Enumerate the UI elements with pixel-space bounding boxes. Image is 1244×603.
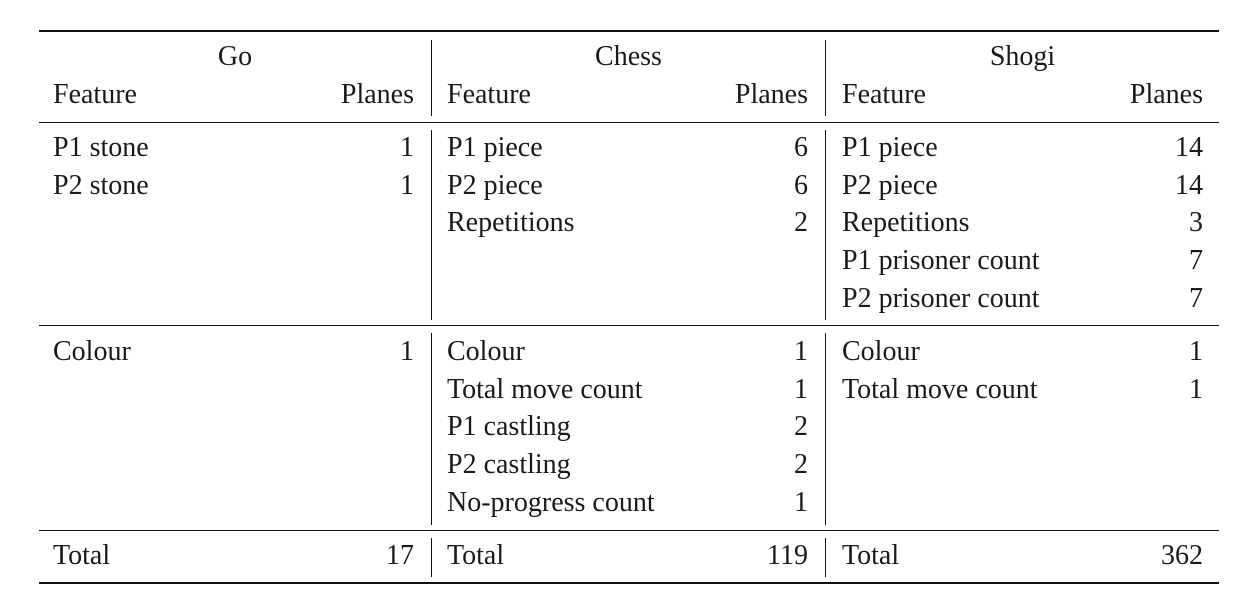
planes-value: 7: [1189, 283, 1203, 314]
column-separator: [431, 130, 432, 320]
planes-value: 1: [400, 132, 414, 163]
header-rule: [39, 122, 1219, 123]
feature-name: No-progress count: [447, 487, 655, 518]
planes-header: Planes: [734, 79, 808, 110]
planes-value: 2: [794, 207, 808, 238]
section-rule: [39, 325, 1219, 326]
feature-name: Total move count: [842, 374, 1038, 405]
planes-value: 2: [794, 449, 808, 480]
feature-name: Total move count: [447, 374, 643, 405]
total-rule: [39, 530, 1219, 531]
feature-name: Colour: [842, 336, 920, 367]
planes-value: 1: [794, 336, 808, 367]
total-value: 119: [767, 540, 808, 571]
game-heading-go: Go: [217, 41, 253, 72]
feature-name: P2 piece: [842, 170, 938, 201]
column-separator: [431, 538, 432, 577]
feature-name: P1 piece: [447, 132, 543, 163]
column-separator: [431, 40, 432, 116]
bottom-rule: [39, 582, 1219, 584]
planes-header: Planes: [1129, 79, 1203, 110]
top-rule: [39, 30, 1219, 32]
column-separator: [825, 333, 826, 525]
feature-name: P2 stone: [53, 170, 149, 201]
feature-name: P1 stone: [53, 132, 149, 163]
feature-name: P2 castling: [447, 449, 571, 480]
planes-value: 3: [1189, 207, 1203, 238]
game-heading-shogi: Shogi: [989, 41, 1056, 72]
feature-name: P2 piece: [447, 170, 543, 201]
feature-name: P1 piece: [842, 132, 938, 163]
planes-value: 7: [1189, 245, 1203, 276]
feature-name: Colour: [447, 336, 525, 367]
feature-name: Repetitions: [842, 207, 970, 238]
planes-value: 14: [1175, 170, 1203, 201]
feature-name: Colour: [53, 336, 131, 367]
feature-name: P1 castling: [447, 411, 571, 442]
total-value: 17: [386, 540, 414, 571]
feature-name: Repetitions: [447, 207, 575, 238]
planes-value: 1: [794, 374, 808, 405]
total-label: Total: [842, 540, 900, 571]
feature-header: Feature: [53, 79, 137, 110]
planes-value: 1: [400, 170, 414, 201]
feature-name: P2 prisoner count: [842, 283, 1040, 314]
planes-value: 6: [794, 170, 808, 201]
planes-value: 14: [1175, 132, 1203, 163]
planes-value: 6: [794, 132, 808, 163]
column-separator: [431, 333, 432, 525]
feature-name: P1 prisoner count: [842, 245, 1040, 276]
planes-value: 2: [794, 411, 808, 442]
column-separator: [825, 40, 826, 116]
feature-header: Feature: [842, 79, 926, 110]
column-separator: [825, 538, 826, 577]
total-value: 362: [1161, 540, 1203, 571]
total-label: Total: [447, 540, 505, 571]
feature-header: Feature: [447, 79, 531, 110]
total-label: Total: [53, 540, 111, 571]
planes-value: 1: [1189, 336, 1203, 367]
game-heading-chess: Chess: [595, 41, 662, 72]
planes-header: Planes: [340, 79, 414, 110]
planes-value: 1: [1189, 374, 1203, 405]
planes-value: 1: [400, 336, 414, 367]
column-separator: [825, 130, 826, 320]
planes-value: 1: [794, 487, 808, 518]
